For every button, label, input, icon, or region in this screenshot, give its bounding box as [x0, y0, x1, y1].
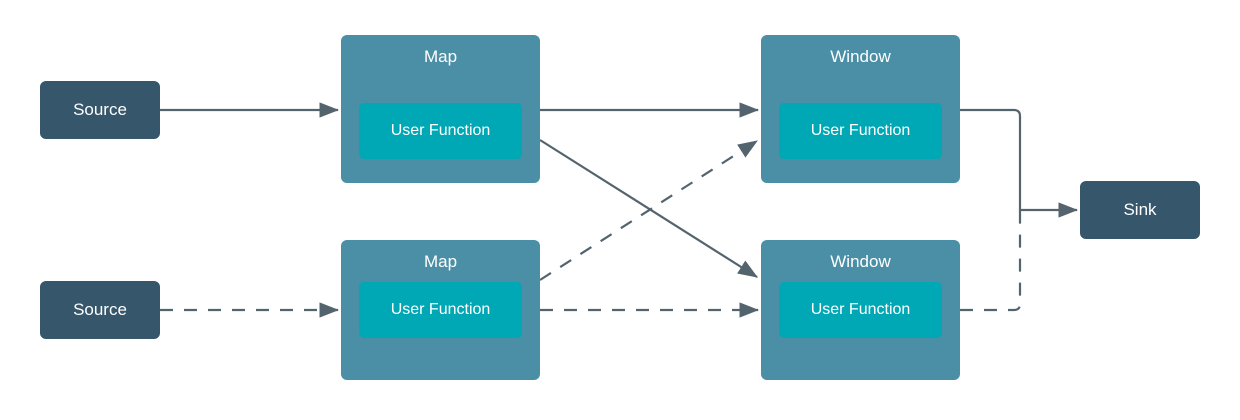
edge-map-bottom-to-window-top — [539, 140, 758, 281]
node-map-bottom[interactable]: Map User Function — [341, 240, 540, 380]
node-source-bottom-label: Source — [73, 300, 127, 319]
edge-window-top-to-sink — [960, 108, 1079, 218]
node-map-top-user-function[interactable]: User Function — [359, 103, 522, 159]
node-map-top-title: Map — [423, 47, 458, 66]
node-map-top[interactable]: Map User Function — [341, 35, 540, 183]
node-map-top-user-function-label: User Function — [390, 122, 491, 139]
node-window-bottom-title: Window — [830, 252, 891, 271]
node-map-bottom-user-function[interactable]: User Function — [359, 282, 522, 338]
edge-map-top-to-window-bottom — [539, 139, 758, 278]
node-window-top-user-function[interactable]: User Function — [779, 103, 942, 159]
node-map-bottom-title: Map — [423, 252, 458, 271]
node-source-top[interactable]: Source — [40, 81, 160, 139]
node-window-top-title: Window — [830, 47, 891, 66]
node-map-bottom-user-function-label: User Function — [390, 301, 491, 318]
node-window-bottom[interactable]: Window User Function — [761, 240, 960, 380]
node-sink-label: Sink — [1123, 200, 1157, 219]
node-sink[interactable]: Sink — [1080, 181, 1200, 239]
node-source-top-label: Source — [73, 100, 127, 119]
node-window-top[interactable]: Window User Function — [761, 35, 960, 183]
node-window-bottom-user-function-label: User Function — [810, 301, 911, 318]
node-window-bottom-user-function[interactable]: User Function — [779, 282, 942, 338]
node-source-bottom[interactable]: Source — [40, 281, 160, 339]
edge-window-bottom-to-sink — [960, 210, 1022, 312]
node-window-top-user-function-label: User Function — [810, 122, 911, 139]
